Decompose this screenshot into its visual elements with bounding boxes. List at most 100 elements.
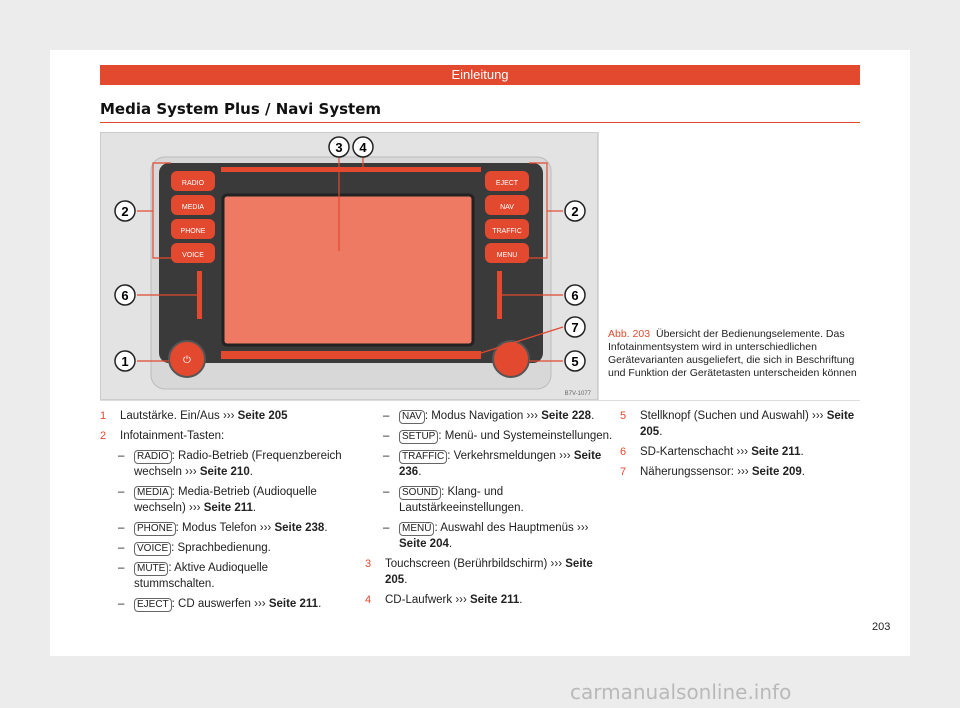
callout-6-right: 6 <box>564 284 586 306</box>
infotainment-figure: RADIO MEDIA PHONE VOICE EJECT NAV TRAFFI… <box>100 132 598 400</box>
page-ref-link[interactable]: Seite 211 <box>751 446 801 458</box>
subitem-menu: – MENÜ: Auswahl des Hauptmenüs ››› Seite… <box>383 522 589 550</box>
page-ref-link[interactable]: Seite 204 <box>399 538 449 550</box>
page-ref-link[interactable]: Seite 205 <box>640 410 855 438</box>
figure-separator <box>598 132 599 400</box>
eject-key-label: EJECT <box>134 598 172 612</box>
watermark-logo: carmanualsonline.info <box>570 680 792 704</box>
subitem-eject: – EJECT: CD auswerfen ››› Seite 211. <box>118 598 322 612</box>
legend-column-3: 5 Stellknopf (Suchen und Auswahl) ››› Se… <box>620 408 860 484</box>
callout-5: 5 <box>564 350 586 372</box>
page-ref-link[interactable]: Seite 210 <box>199 466 250 478</box>
subitem-voice: – VOICE: Sprachbedienung. <box>118 542 271 556</box>
svg-text:7: 7 <box>571 320 578 335</box>
callout-1: 1 <box>114 350 136 372</box>
subitem-traffic: – TRAFFIC: Verkehrsmeldungen ››› Seite 2… <box>383 450 602 478</box>
traffic-key-label: TRAFFIC <box>399 450 448 464</box>
chapter-header: Einleitung <box>100 65 860 85</box>
left-button-group: RADIO MEDIA PHONE VOICE <box>171 171 215 263</box>
page-ref-link[interactable]: Seite 228 <box>541 410 592 422</box>
radio-key-label: RADIO <box>134 450 172 464</box>
subitem-setup: – SETUP: Menü- und Systemeinstellungen. <box>383 430 613 444</box>
phone-key-label: PHONE <box>181 228 206 235</box>
legend-item-1: 1 Lautstärke. Ein/Aus ››› Seite 205 <box>100 410 288 422</box>
page-ref-link[interactable]: Seite 236 <box>399 450 602 478</box>
page-ref-link[interactable]: Seite 211 <box>268 598 319 610</box>
page-ref-link[interactable]: Seite 205 <box>385 558 593 586</box>
nav-key <box>485 195 529 215</box>
page-number: 203 <box>872 621 891 633</box>
menu-key <box>485 243 529 263</box>
item-number: 5 <box>620 410 627 422</box>
callout-2-left: 2 <box>114 200 136 222</box>
legend-column-1: 1 Lautstärke. Ein/Aus ››› Seite 205 2 In… <box>100 408 350 616</box>
page-ref-link[interactable]: Seite 211 <box>470 594 520 606</box>
radio-key <box>171 171 215 191</box>
right-button-group: EJECT NAV TRAFFIC MENU <box>485 171 529 263</box>
callout-3: 3 <box>328 136 350 158</box>
leader-7 <box>480 326 564 354</box>
item-number: 6 <box>620 446 627 458</box>
svg-text:2: 2 <box>571 204 578 219</box>
legend-item-4: 4 CD-Laufwerk ››› Seite 211. <box>365 594 523 606</box>
subitem-mute: – MUTE: Aktive Audioquelle stummschalten… <box>118 562 269 590</box>
traffic-key-label: TRAFFIC <box>492 228 522 235</box>
tune-knob <box>492 340 530 378</box>
legend-item-7: 7 Näherungssensor: ››› Seite 209. <box>620 466 805 478</box>
svg-text:6: 6 <box>121 288 128 303</box>
callout-2-right: 2 <box>564 200 586 222</box>
sd-slot-right <box>497 271 502 319</box>
setup-key-label: SETUP <box>399 430 439 444</box>
legend-column-2: – NAV: Modus Navigation ››› Seite 228. –… <box>365 408 615 612</box>
svg-text:4: 4 <box>359 140 367 155</box>
voice-key-label: VOICE <box>134 542 172 556</box>
subitem-radio: – RADIO: Radio-Betrieb (Frequenzbereich … <box>118 450 342 478</box>
page-ref-link[interactable]: Seite 238 <box>274 522 325 534</box>
svg-text:6: 6 <box>571 288 578 303</box>
mute-key-label: MUTE <box>134 562 169 576</box>
eject-key <box>485 171 529 191</box>
figure-bottom-rule <box>100 400 860 401</box>
touchscreen <box>221 193 475 347</box>
title-rule <box>100 122 860 123</box>
figure-code: B7V-1077 <box>565 391 592 397</box>
subitem-sound: – SOUND: Klang- und Lautstärkeeinstellun… <box>383 486 524 514</box>
legend-item-5: 5 Stellknopf (Suchen und Auswahl) ››› Se… <box>620 410 855 438</box>
media-key-label: MEDIA <box>182 204 205 211</box>
legend-item-6: 6 SD-Kartenschacht ››› Seite 211. <box>620 446 804 458</box>
voice-key <box>171 243 215 263</box>
radio-key-label: RADIO <box>182 180 205 187</box>
eject-key-label: EJECT <box>496 180 519 187</box>
legend-item-3: 3 Touchscreen (Berührbildschirm) ››› Sei… <box>365 558 593 586</box>
infotainment-diagram: RADIO MEDIA PHONE VOICE EJECT NAV TRAFFI… <box>114 136 592 397</box>
media-key <box>171 195 215 215</box>
caption-text: Übersicht der Bedienungselemente. Das In… <box>608 328 857 379</box>
page-ref-link[interactable]: Seite 209 <box>751 466 802 478</box>
nav-key-label: NAV <box>500 204 514 211</box>
menu-key-label: MENÜ <box>399 522 435 536</box>
media-key-label: MEDIA <box>134 486 172 500</box>
menu-key-label: MENU <box>497 252 518 259</box>
callout-6-left: 6 <box>114 284 136 306</box>
item-number: 3 <box>365 558 372 570</box>
item-number: 2 <box>100 430 107 442</box>
item-number: 7 <box>620 466 627 478</box>
proximity-bar <box>221 351 481 359</box>
svg-text:5: 5 <box>571 354 578 369</box>
svg-text:3: 3 <box>335 140 342 155</box>
sd-slot-left <box>197 271 202 319</box>
svg-text:2: 2 <box>121 204 128 219</box>
legend-item-2: 2 Infotainment-Tasten: <box>100 430 225 442</box>
subitem-media: – MEDIA: Media-Betrieb (Audioquelle wech… <box>118 486 317 514</box>
page-ref-link[interactable]: Seite 205 <box>237 410 288 422</box>
phone-key-label: PHONE <box>134 522 176 536</box>
cd-slot <box>221 167 481 172</box>
subitem-phone: – PHONE: Modus Telefon ››› Seite 238. <box>118 522 328 536</box>
subitem-nav: – NAV: Modus Navigation ››› Seite 228. <box>383 410 595 424</box>
sound-key-label: SOUND <box>399 486 442 500</box>
traffic-key <box>485 219 529 239</box>
phone-key <box>171 219 215 239</box>
page-ref-link[interactable]: Seite 211 <box>203 502 253 514</box>
nav-key-label: NAV <box>399 410 425 424</box>
